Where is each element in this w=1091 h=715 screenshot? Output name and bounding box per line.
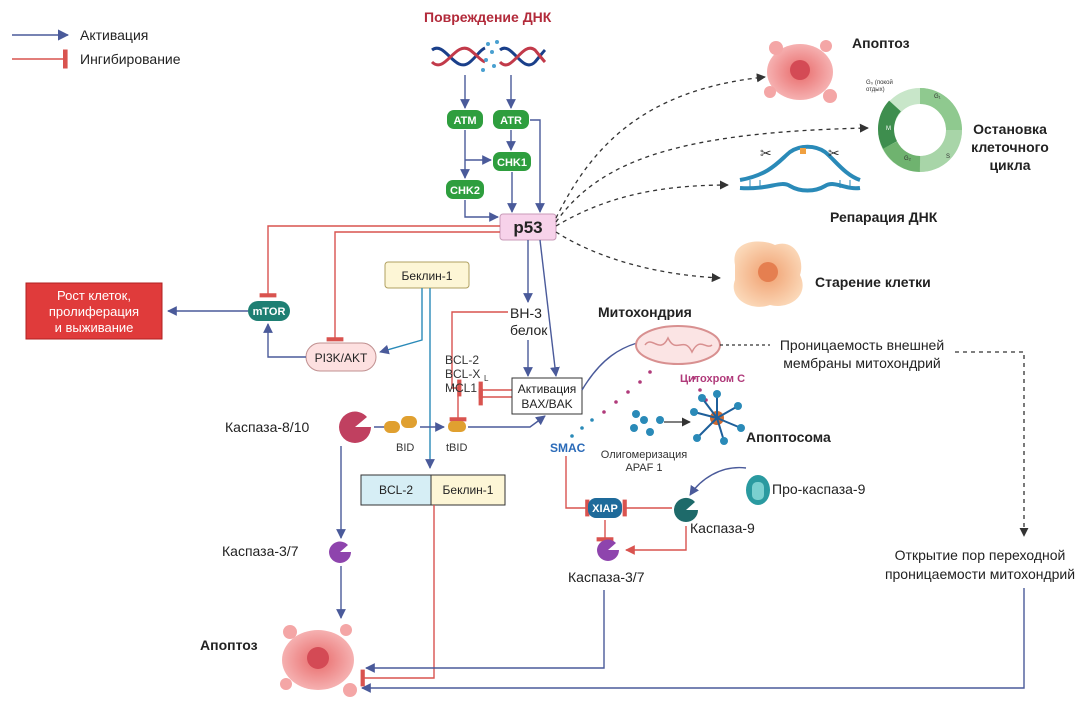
senescence-label: Старение клетки (815, 274, 931, 290)
svg-text:Активация: Активация (518, 382, 577, 396)
caspase810-label: Каспаза-8/10 (225, 419, 309, 435)
svg-text:✂: ✂ (828, 145, 840, 161)
apoptosis-bottom-label: Апоптоз (200, 637, 258, 653)
cell-cycle-label-1: Остановка (973, 121, 1047, 137)
svg-text:XIAP: XIAP (592, 503, 618, 515)
mtor-node: mTOR (248, 301, 290, 321)
tbid-label: tBID (446, 442, 467, 454)
mom-permeability-1: Проницаемость внешней (780, 337, 944, 353)
svg-text:S: S (946, 154, 950, 160)
apaf-label-1: Олигомеризация (601, 449, 687, 461)
caspase37-mid-icon (597, 539, 619, 561)
bcl-family-bclx: BCL-X (445, 367, 480, 381)
chk2-node: CHK2 (446, 180, 484, 199)
tbid-icon (448, 421, 466, 432)
p53-node: p53 (499, 213, 557, 241)
svg-text:и выживание: и выживание (55, 320, 134, 335)
mptp-label-2: проницаемости митохондрий (885, 566, 1075, 582)
svg-text:G₂: G₂ (904, 156, 912, 162)
svg-text:BAX/BAK: BAX/BAK (521, 397, 572, 411)
svg-text:ATR: ATR (500, 115, 522, 127)
cell-cycle-label-2: клеточного (971, 139, 1049, 155)
procaspase9-label: Про-каспаза-9 (772, 481, 866, 497)
svg-text:mTOR: mTOR (253, 306, 286, 318)
svg-text:отдых): отдых) (866, 87, 885, 93)
apaf-icon (630, 410, 664, 436)
senescence-cell-icon (733, 241, 803, 307)
svg-text:CHK2: CHK2 (450, 185, 480, 197)
dna-repair-icon: ✂ ✂ (739, 144, 861, 193)
bcl-family-mcl1: MCL1 (445, 381, 477, 395)
svg-text:BCL-2: BCL-2 (379, 483, 413, 497)
legend-inhibition-label: Ингибирование (80, 51, 181, 67)
dna-helix-icon (430, 40, 547, 72)
apoptosome-icon (690, 390, 745, 445)
mitochondria-icon (635, 325, 721, 365)
dna-repair-label: Репарация ДНК (830, 209, 938, 225)
apaf-label-2: APAF 1 (625, 462, 662, 474)
bh3-label-2: белок (510, 322, 548, 338)
bid-icon (384, 416, 417, 433)
beclin-top-node: Беклин-1 (384, 261, 470, 289)
legend-activation-label: Активация (80, 27, 148, 43)
atr-node: ATR (493, 110, 529, 129)
procaspase9-icon (746, 475, 770, 505)
apoptosome-label: Апоптосома (746, 429, 831, 445)
legend: Активация Ингибирование (12, 27, 181, 69)
bcl-family-bclx-sub: L (484, 374, 489, 383)
bh3-label-1: BH-3 (510, 305, 542, 321)
bid-label: BID (396, 442, 414, 454)
svg-text:ATM: ATM (453, 115, 476, 127)
cell-cycle-label-3: цикла (989, 157, 1030, 173)
caspase37-left-label: Каспаза-3/7 (222, 543, 299, 559)
smac-label: SMAC (550, 441, 586, 455)
svg-text:PI3K/AKT: PI3K/AKT (315, 351, 368, 365)
svg-text:G₀ (покой: G₀ (покой (866, 79, 893, 86)
caspase810-icon (339, 411, 371, 443)
mom-permeability-2: мембраны митохондрий (783, 355, 940, 371)
dna-damage-title: Повреждение ДНК (424, 9, 552, 25)
svg-text:M: M (886, 126, 891, 132)
svg-text:CHK1: CHK1 (497, 157, 527, 169)
caspase9-icon (673, 497, 698, 522)
cell-cycle-ring-icon: G₁ S G₂ M G₀ (покой отдых) (866, 79, 962, 172)
svg-text:✂: ✂ (760, 145, 772, 161)
svg-text:Беклин-1: Беклин-1 (443, 483, 494, 497)
mitochondria-label: Митохондрия (598, 304, 692, 320)
svg-text:Беклин-1: Беклин-1 (402, 269, 453, 283)
apoptosis-top-icon (764, 40, 837, 103)
bax-bak-node: Активация BAX/BAK (511, 377, 583, 415)
caspase37-left-icon (329, 541, 351, 563)
apoptosis-top-label: Апоптоз (852, 35, 910, 51)
atm-node: ATM (447, 110, 483, 129)
cytochrome-c-label: Цитохром С (680, 373, 745, 385)
caspase9-label: Каспаза-9 (690, 520, 755, 536)
xiap-node: XIAP (588, 498, 622, 518)
bcl-family-bcl2: BCL-2 (445, 353, 479, 367)
caspase37-mid-label: Каспаза-3/7 (568, 569, 645, 585)
mptp-label-1: Открытие пор переходной (895, 547, 1066, 563)
pi3k-akt-node: PI3K/AKT (305, 342, 377, 372)
chk1-node: CHK1 (493, 152, 531, 171)
svg-text:пролиферация: пролиферация (49, 304, 139, 319)
growth-box: Рост клеток, пролиферация и выживание (25, 282, 163, 340)
svg-text:G₁: G₁ (934, 94, 941, 100)
apoptosis-bottom-icon (280, 624, 357, 697)
svg-text:p53: p53 (513, 218, 542, 237)
svg-text:Рост клеток,: Рост клеток, (57, 288, 131, 303)
bcl2-beclin-complex: BCL-2 Беклин-1 (360, 474, 506, 506)
